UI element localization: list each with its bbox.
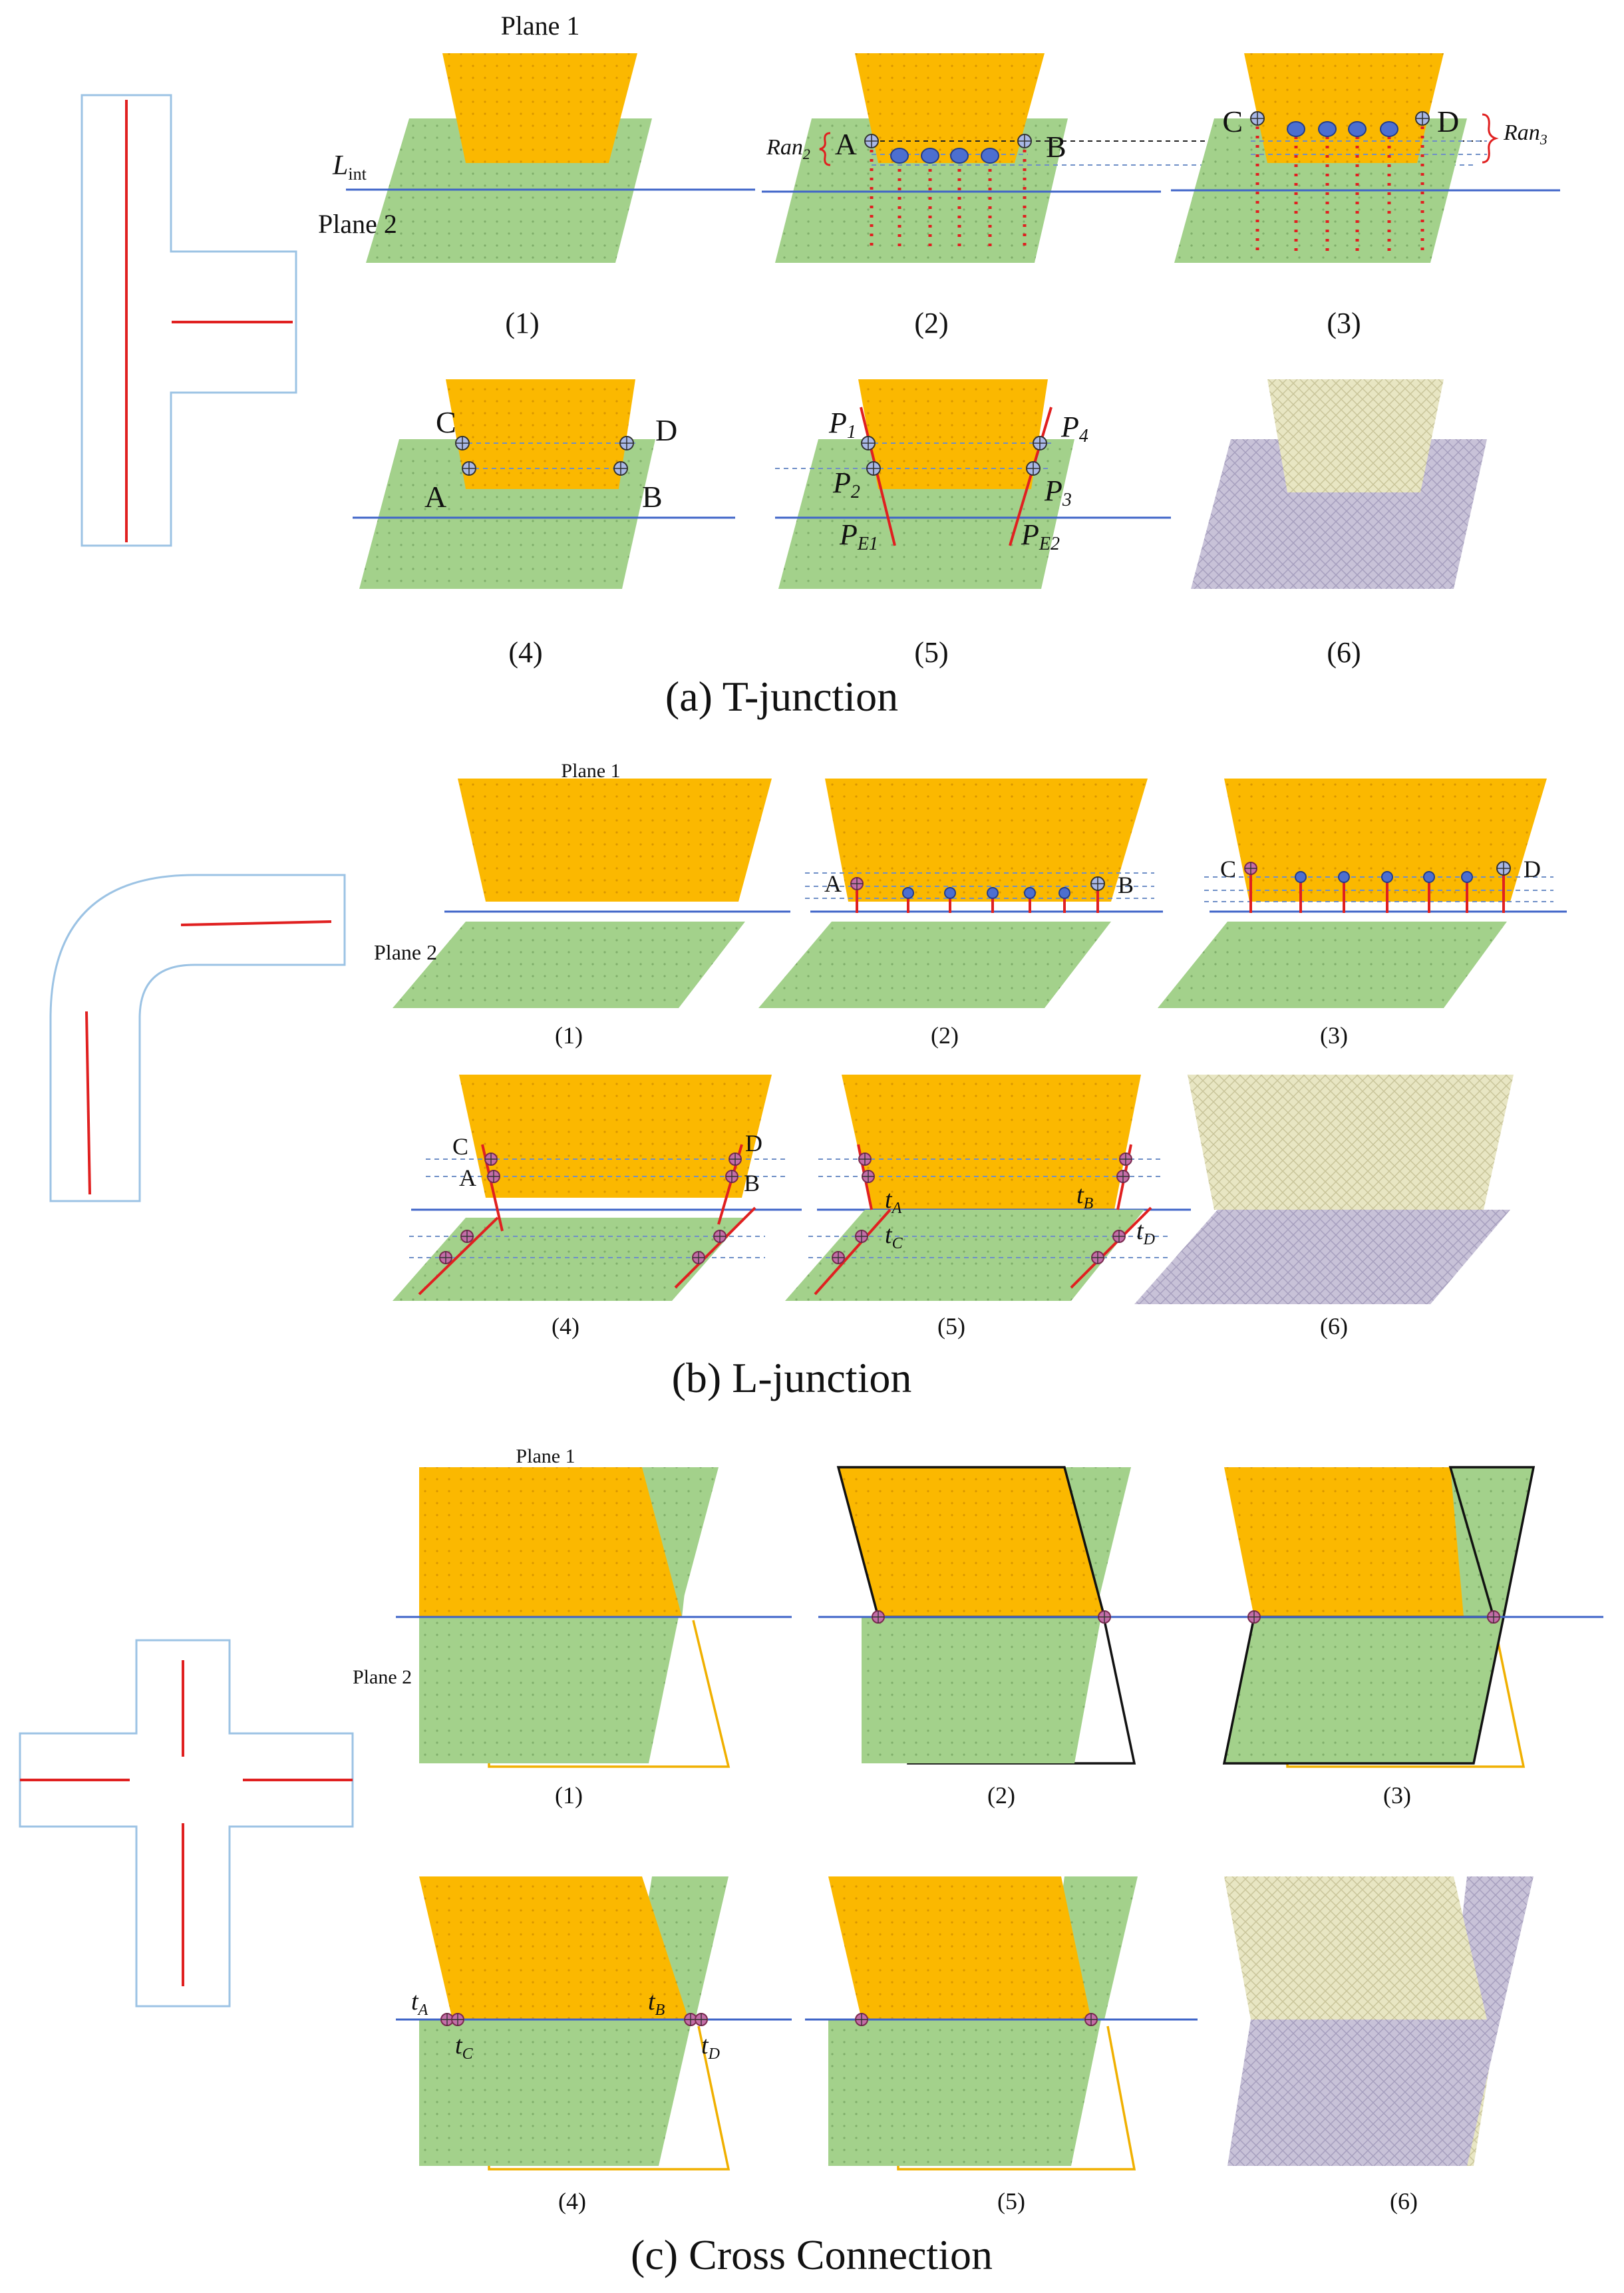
section-cross-connection: Plane 1 Plane 2 — [19, 1445, 1603, 2278]
panel-number: (3) — [1320, 1022, 1348, 1049]
cross-panel-3 — [1198, 1466, 1603, 1768]
ta-label: tA — [411, 1988, 428, 2019]
point-b-label: B — [642, 480, 663, 514]
t-panel-5: P1 P4 P2 P3 PE1 PE2 — [775, 379, 1171, 589]
cross-panel-2 — [818, 1466, 1204, 1765]
panel-number: (5) — [914, 636, 948, 669]
cross-panel-numbers: (1) (2) (3) (4) (5) (6) — [555, 1782, 1418, 2214]
plane2-label: Plane 2 — [353, 1666, 412, 1688]
panel-number: (2) — [914, 307, 948, 339]
panel-number: (1) — [555, 1022, 583, 1049]
td-label: tD — [701, 2031, 720, 2063]
tc-label: tC — [885, 1221, 903, 1252]
cross-corridor-icon — [19, 1639, 354, 2008]
cross-panel-4: tA tC tB tD — [396, 1876, 792, 2171]
lint-label: Lint — [332, 150, 367, 184]
t-panel-2: A B Ran2 — [762, 53, 1484, 263]
point-a-label: A — [835, 127, 857, 161]
pe2-label: PE2 — [1021, 518, 1060, 554]
panel-number: (3) — [1327, 307, 1361, 339]
panel-number: (4) — [508, 636, 542, 669]
panel-number: (2) — [987, 1782, 1015, 1809]
cross-panel-6 — [1224, 1876, 1534, 2166]
point-b-label: B — [744, 1170, 760, 1196]
section-l-junction: Plane 1 Plane 2 — [49, 760, 1567, 1401]
t-panel-6 — [1191, 379, 1487, 589]
p1-label: P1 — [828, 407, 856, 442]
p3-label: P3 — [1044, 474, 1072, 510]
tc-label: tC — [455, 2031, 474, 2063]
l-corridor-icon — [49, 874, 346, 1202]
plane2-label: Plane 2 — [374, 940, 437, 964]
point-c-label: C — [436, 405, 456, 439]
p2-label: P2 — [832, 466, 860, 502]
td-label: tD — [1136, 1217, 1155, 1248]
plane2-label: Plane 2 — [318, 209, 397, 239]
ran3-label: Ran3 — [1503, 120, 1547, 148]
point-a-label: A — [459, 1164, 476, 1191]
l-panel-4: C D A B — [393, 1075, 802, 1301]
panel-number: (1) — [555, 1782, 583, 1809]
point-d-label: D — [655, 413, 677, 447]
t-panel-3: C D Ran3 — [1171, 53, 1560, 263]
l-panel-3: C D — [1158, 779, 1567, 1008]
point-d-label: D — [745, 1130, 762, 1156]
caption-cross-connection: (c) Cross Connection — [631, 2231, 993, 2278]
point-c-label: C — [1222, 104, 1243, 138]
t-panel-numbers: (1) (2) (3) (4) (5) (6) — [505, 307, 1361, 669]
panel-number: (5) — [997, 2188, 1025, 2214]
point-b-label: B — [1118, 872, 1134, 898]
l-panel-1: Plane 1 Plane 2 — [374, 760, 790, 1008]
caption-l-junction: (b) L-junction — [672, 1354, 912, 1401]
section-t-junction: Plane 1 Lint Plane 2 — [81, 11, 1560, 720]
plane1-label: Plane 1 — [516, 1445, 575, 1467]
panel-number: (5) — [937, 1313, 965, 1339]
l-panel-5: tA tC tB tD — [785, 1075, 1191, 1301]
panel-number: (6) — [1390, 2188, 1418, 2214]
l-panel-numbers: (1) (2) (3) (4) (5) (6) — [552, 1022, 1348, 1339]
ran2-label: Ran2 — [766, 135, 810, 162]
t-corridor-icon — [81, 94, 297, 547]
panel-number: (4) — [552, 1313, 579, 1339]
point-c-label: C — [1220, 856, 1236, 882]
l-panel-2: A B — [758, 779, 1163, 1008]
panel-number: (6) — [1327, 636, 1361, 669]
point-a-label: A — [824, 870, 842, 897]
plane1-label: Plane 1 — [561, 760, 620, 782]
ta-label: tA — [885, 1186, 902, 1217]
tb-label: tB — [648, 1988, 665, 2019]
l-panel-6 — [1134, 1075, 1514, 1304]
panel-number: (2) — [931, 1022, 959, 1049]
caption-t-junction: (a) T-junction — [665, 673, 898, 720]
p4-label: P4 — [1060, 411, 1088, 446]
panel-number: (3) — [1383, 1782, 1411, 1809]
point-c-label: C — [452, 1133, 468, 1160]
pe1-label: PE1 — [839, 518, 878, 554]
point-d-label: D — [1524, 856, 1541, 882]
panel-number: (4) — [558, 2188, 586, 2214]
tb-label: tB — [1076, 1181, 1094, 1212]
cross-panel-5 — [805, 1876, 1198, 2171]
point-a-label: A — [424, 480, 446, 514]
plane1-label: Plane 1 — [501, 11, 580, 41]
point-d-label: D — [1437, 104, 1459, 138]
panel-number: (6) — [1320, 1313, 1348, 1339]
t-panel-4: C D A B — [353, 379, 735, 589]
t-panel-1: Plane 1 Lint Plane 2 — [318, 11, 755, 263]
point-b-label: B — [1046, 130, 1066, 164]
panel-number: (1) — [505, 307, 539, 339]
cross-panel-1: Plane 1 Plane 2 — [353, 1445, 792, 1768]
